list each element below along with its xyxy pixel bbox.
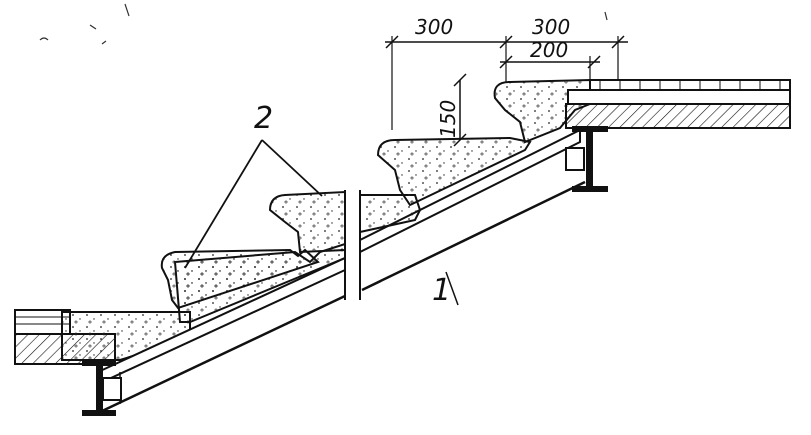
- stringer-leader: [445, 271, 459, 306]
- dim-tread-depth: 200: [530, 38, 568, 62]
- upper-stringer: [359, 128, 586, 292]
- lower-landing-concrete: [61, 311, 191, 361]
- lower-bracket-plate: [102, 377, 122, 401]
- upper-bracket-plate: [565, 147, 585, 171]
- lower-i-beam: [82, 360, 122, 416]
- step-label: 2: [254, 101, 273, 136]
- upper-floor-slab: [565, 103, 791, 129]
- step-callout: 2: [184, 101, 323, 269]
- leader-line-a: [184, 139, 263, 269]
- step-5: [376, 136, 532, 207]
- upper-steps: [359, 78, 591, 234]
- sketch-marks: [39, 3, 608, 45]
- stringer-label: 1: [432, 273, 451, 308]
- upper-i-beam: [565, 126, 608, 192]
- dim-tread-right: 300: [532, 15, 570, 39]
- lower-steps: [160, 190, 346, 323]
- leader-line-b: [261, 139, 323, 197]
- dimension-lines: [385, 35, 628, 147]
- step-3: [268, 190, 346, 254]
- upper-landing: [565, 79, 791, 129]
- step-6: [493, 78, 591, 144]
- lower-landing: [14, 309, 191, 365]
- dim-riser-height: 150: [436, 100, 460, 138]
- break-lines: [344, 190, 361, 300]
- step-2: [160, 248, 320, 310]
- dim-tread-left: 300: [415, 15, 453, 39]
